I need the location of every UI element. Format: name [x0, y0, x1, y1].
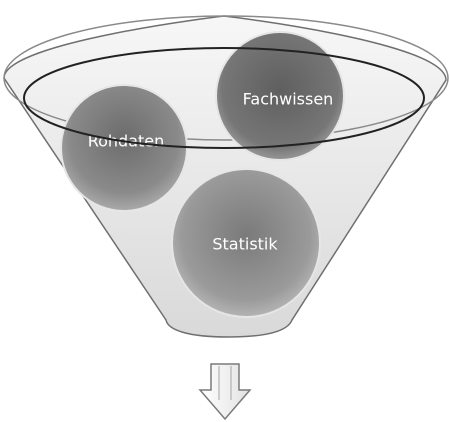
funnel-rim-outer — [3, 15, 449, 141]
circle-fachwissen: Fachwissen — [215, 31, 345, 161]
circle-label-statistik: Statistik — [212, 235, 278, 254]
funnel-rim-inner — [23, 47, 425, 149]
circle-rohdaten: Rohdaten — [60, 84, 188, 212]
circle-statistik: Statistik — [171, 168, 321, 318]
down-arrow-icon — [198, 363, 252, 421]
circle-label-fachwissen: Fachwissen — [243, 90, 334, 109]
